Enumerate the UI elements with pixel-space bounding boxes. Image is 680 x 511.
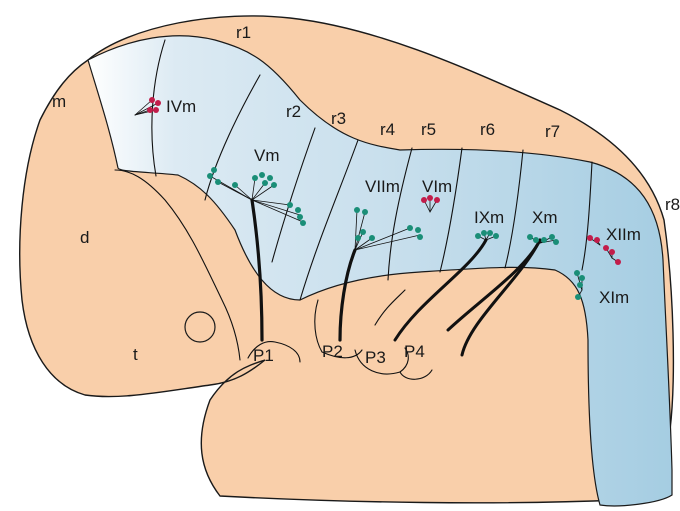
label-P3: P3 bbox=[365, 348, 386, 367]
label-VIIm: VIIm bbox=[365, 177, 400, 196]
label-P1: P1 bbox=[253, 346, 274, 365]
label-IVm: IVm bbox=[166, 97, 196, 116]
label-d: d bbox=[80, 228, 89, 247]
label-r1: r1 bbox=[236, 23, 251, 42]
label-P2: P2 bbox=[322, 342, 343, 361]
label-P4: P4 bbox=[404, 342, 425, 361]
label-r7: r7 bbox=[545, 122, 560, 141]
label-r2: r2 bbox=[286, 102, 301, 121]
label-IXm: IXm bbox=[474, 208, 504, 227]
label-VIm: VIm bbox=[422, 177, 452, 196]
label-r6: r6 bbox=[480, 120, 495, 139]
label-r8: r8 bbox=[665, 195, 680, 214]
label-r5: r5 bbox=[421, 120, 436, 139]
label-XIIm: XIIm bbox=[606, 225, 641, 244]
label-r3: r3 bbox=[331, 109, 346, 128]
label-XIm: XIm bbox=[599, 288, 629, 307]
label-r4: r4 bbox=[380, 120, 395, 139]
label-Xm: Xm bbox=[532, 208, 558, 227]
label-t: t bbox=[133, 345, 138, 364]
label-Vm: Vm bbox=[254, 146, 280, 165]
label-m: m bbox=[52, 92, 66, 111]
